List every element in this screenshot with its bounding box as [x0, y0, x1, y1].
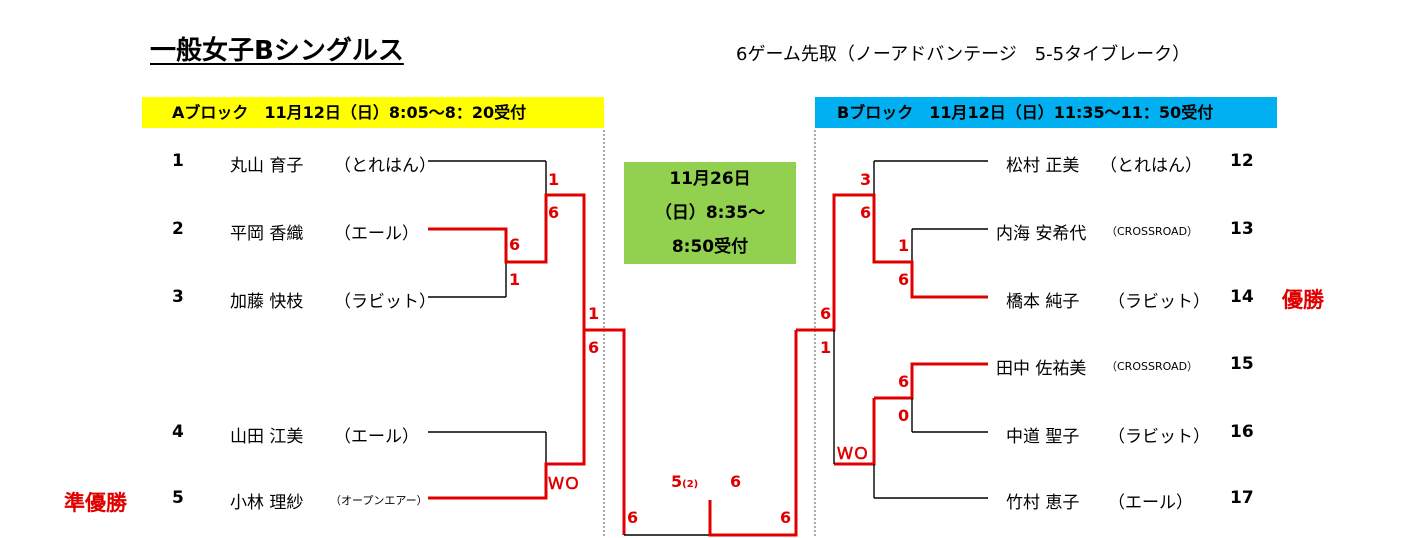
player-club: （ラビット）	[334, 292, 436, 312]
winner-label: 優勝	[1282, 288, 1324, 312]
player-club: （とれはん）	[1100, 156, 1202, 176]
player-club: （とれはん）	[334, 156, 436, 176]
player-num: 16	[1230, 422, 1254, 442]
player-name: 中道 聖子	[1006, 427, 1080, 447]
player-club: （エール）	[334, 427, 419, 447]
player-num: 1	[172, 151, 184, 171]
player-name: 丸山 育子	[230, 156, 304, 176]
player-name: 橋本 純子	[1006, 292, 1080, 312]
score: 1	[588, 304, 600, 323]
player-num: 13	[1230, 219, 1254, 239]
player-club: （エール）	[334, 224, 419, 244]
player-name: 田中 佐祐美	[996, 359, 1087, 379]
match-rule: 6ゲーム先取（ノーアドバンテージ 5-5タイブレーク）	[736, 44, 1191, 65]
score: 3	[860, 170, 872, 189]
score: 6	[898, 372, 910, 391]
score: 5	[671, 472, 683, 491]
runner-up-label: 準優勝	[64, 491, 127, 515]
player-num: 15	[1230, 354, 1254, 374]
score: 1	[898, 236, 910, 255]
score: 6	[860, 203, 872, 222]
final-score-left: 5(2)	[671, 472, 698, 491]
score: 6	[820, 304, 832, 323]
player-name: 平岡 香織	[230, 224, 304, 244]
score: 6	[780, 508, 792, 527]
block-a-header: Aブロック 11月12日（日）8:05～8：20受付	[142, 97, 604, 128]
player-club: （CROSSROAD）	[1106, 225, 1199, 238]
final-day-time: （日）8:35～	[654, 203, 766, 223]
player-name: 加藤 快枝	[230, 292, 304, 312]
player-club: （オープンエアー）	[330, 494, 428, 507]
path-p14	[796, 193, 988, 332]
score: 6	[730, 472, 742, 491]
final-reception: 8:50受付	[671, 237, 749, 257]
player-name: 小林 理紗	[230, 493, 304, 513]
tiebreak-score: (2)	[682, 479, 699, 490]
score: 6	[548, 203, 560, 222]
player-num: 12	[1230, 151, 1254, 171]
score: 1	[548, 170, 560, 189]
score: 1	[820, 338, 832, 357]
score: ＷＯ	[548, 474, 581, 493]
score: 0	[898, 406, 910, 425]
player-club: （CROSSROAD）	[1106, 360, 1199, 373]
player-num: 3	[172, 287, 184, 307]
player-name: 内海 安希代	[996, 224, 1087, 244]
path-final-winner	[708, 330, 798, 537]
player-num: 2	[172, 219, 184, 239]
path-p5	[428, 328, 626, 535]
page-title: 一般女子Bシングルス	[150, 36, 404, 66]
player-num: 17	[1230, 488, 1254, 508]
score: 6	[509, 235, 521, 254]
path-p15	[874, 362, 988, 400]
player-name: 松村 正美	[1006, 156, 1080, 176]
player-num: 5	[172, 488, 184, 508]
score: 6	[627, 508, 639, 527]
score: 6	[588, 338, 600, 357]
score: 1	[509, 270, 521, 289]
player-name: 山田 江美	[230, 427, 304, 447]
path-p2	[428, 193, 586, 330]
block-b-header: Bブロック 11月12日（日）11:35～11：50受付	[815, 97, 1277, 128]
score: 6	[898, 270, 910, 289]
score: ＷＯ	[837, 444, 870, 463]
player-club: （エール）	[1108, 493, 1193, 513]
player-club: （ラビット）	[1108, 427, 1210, 447]
final-date: 11月26日	[669, 169, 751, 189]
player-club: （ラビット）	[1108, 292, 1210, 312]
player-num: 14	[1230, 287, 1254, 307]
final-schedule-box: 11月26日 （日）8:35～ 8:50受付	[624, 162, 796, 264]
player-name: 竹村 恵子	[1006, 493, 1080, 513]
player-num: 4	[172, 422, 184, 442]
